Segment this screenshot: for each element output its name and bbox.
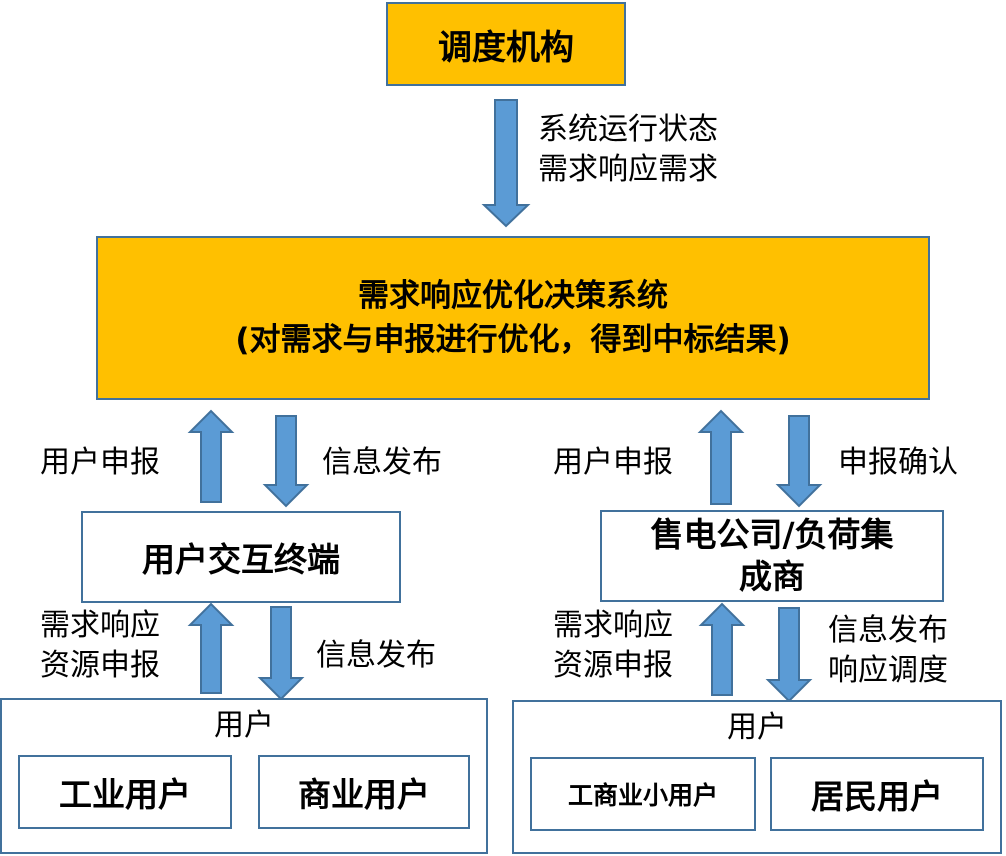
arrow-up-left-user-report — [187, 409, 235, 503]
aggregator-label-line1: 售电公司/负荷集 — [650, 515, 894, 554]
left-info-release-label: 信息发布 — [322, 445, 442, 480]
small-ic-user-box: 工商业小用户 — [530, 757, 756, 831]
right-lower-resource-report-line2: 资源申报 — [553, 648, 673, 683]
arrow-down-left-lower — [257, 606, 305, 701]
industrial-user-box: 工业用户 — [18, 755, 232, 829]
residential-user-box: 居民用户 — [770, 757, 984, 831]
commercial-user-box: 商业用户 — [258, 755, 470, 829]
arrow-up-right-lower — [698, 602, 746, 696]
right-users-title: 用户 — [727, 710, 787, 745]
aggregator-label-line2: 成商 — [739, 557, 805, 596]
commercial-user-label: 商业用户 — [298, 775, 430, 814]
residential-user-label: 居民用户 — [811, 777, 943, 816]
left-user-report-label: 用户申报 — [40, 445, 160, 480]
user-interaction-terminal-box: 用户交互终端 — [81, 511, 401, 603]
left-lower-resource-report-line2: 资源申报 — [40, 648, 160, 683]
user-interaction-terminal-label: 用户交互终端 — [142, 540, 340, 579]
left-users-title: 用户 — [214, 708, 274, 743]
arrow-up-right-user-report — [697, 409, 745, 505]
decision-system-subtitle: (对需求与申报进行优化，得到中标结果) — [235, 322, 791, 358]
arrow-up-left-lower — [187, 602, 235, 694]
top-arrow-label-line1: 系统运行状态 — [538, 112, 718, 147]
right-report-confirm-label: 申报确认 — [838, 445, 958, 480]
aggregator-box: 售电公司/负荷集 成商 — [600, 510, 944, 602]
arrow-down-right-lower — [765, 607, 813, 703]
industrial-user-label: 工业用户 — [59, 775, 191, 814]
right-user-report-label: 用户申报 — [553, 445, 673, 480]
dispatch-agency-label: 调度机构 — [438, 27, 574, 68]
left-lower-info-release-label: 信息发布 — [316, 638, 436, 673]
right-lower-response-dispatch-line2: 响应调度 — [828, 653, 948, 688]
arrow-down-dispatch-to-system — [481, 99, 531, 228]
dispatch-agency-box: 调度机构 — [386, 2, 626, 86]
decision-system-title: 需求响应优化决策系统 — [358, 278, 668, 314]
decision-system-box: 需求响应优化决策系统 (对需求与申报进行优化，得到中标结果) — [96, 236, 930, 400]
right-lower-resource-report-line1: 需求响应 — [553, 608, 673, 643]
arrow-down-left-info-release — [262, 415, 310, 508]
left-lower-resource-report-line1: 需求响应 — [40, 608, 160, 643]
right-lower-info-release-line1: 信息发布 — [828, 613, 948, 648]
top-arrow-label-line2: 需求响应需求 — [538, 152, 718, 187]
small-ic-user-label: 工商业小用户 — [567, 781, 718, 810]
arrow-down-right-report-confirm — [775, 415, 823, 508]
